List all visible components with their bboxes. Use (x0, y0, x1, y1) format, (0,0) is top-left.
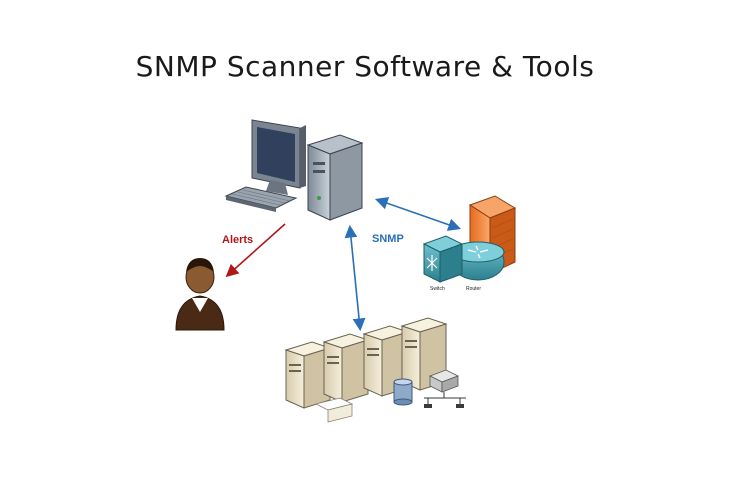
network-hub-icon (424, 369, 466, 408)
server-unit (322, 333, 370, 403)
user-icon (175, 258, 225, 331)
alerts-arrow (225, 223, 286, 278)
switch-icon: Switch (422, 235, 464, 292)
switch-label: Switch (430, 286, 445, 292)
snmp-arrow-network (374, 197, 462, 231)
alerts-label: Alerts (222, 234, 253, 246)
workstation-icon (224, 119, 364, 221)
server-rack-icon (284, 317, 448, 423)
server-unit (284, 341, 332, 409)
router-icon: Router (451, 241, 505, 292)
snmp-arrow-servers (344, 224, 366, 332)
snmp-label: SNMP (372, 233, 404, 245)
router-label: Router (466, 286, 481, 292)
page-title: SNMP Scanner Software & Tools (135, 50, 595, 83)
database-icon (393, 378, 413, 406)
